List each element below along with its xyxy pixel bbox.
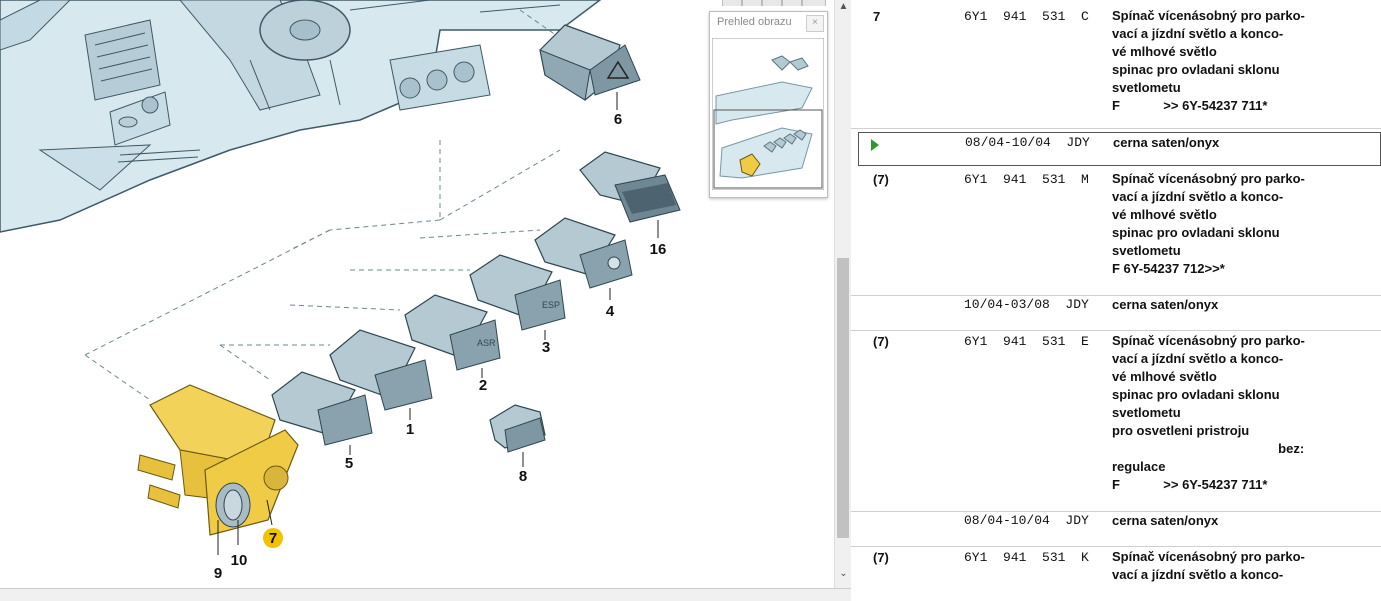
scroll-thumb[interactable] (837, 258, 849, 538)
parts-list: 7 6Y1 941 531 C Spínač vícenásobný pro p… (851, 0, 1381, 600)
part-3-esp-switch[interactable]: ESP (469, 254, 566, 331)
horizontal-scrollbar[interactable] (0, 588, 851, 601)
part-row[interactable]: 7 6Y1 941 531 C Spínač vícenásobný pro p… (851, 0, 1381, 129)
selected-callout-highlight (263, 528, 283, 548)
part-row[interactable]: 10/04-03/08 JDY cerna saten/onyx (851, 296, 1381, 331)
callout-4[interactable]: 4 (606, 303, 615, 320)
date-range: 08/04-10/04 JDY (964, 513, 1089, 528)
part-number: 6Y1 941 531 E (964, 334, 1089, 349)
toolbar-edge (802, 0, 826, 6)
part-6-hazard-switch[interactable] (539, 24, 641, 101)
part-number: 6Y1 941 531 M (964, 172, 1089, 187)
callout-5[interactable]: 5 (345, 455, 353, 472)
color-description: cerna saten/onyx (1112, 297, 1219, 312)
overview-thumbnail[interactable] (712, 38, 824, 190)
part-row-selected[interactable]: 08/04-10/04 JDY cerna saten/onyx (858, 132, 1381, 166)
part-5-switch[interactable] (271, 371, 373, 446)
overview-window[interactable]: Prehled obrazu × (709, 11, 828, 198)
part-row[interactable]: (7) 6Y1 941 531 M Spínač vícenásobný pro… (851, 168, 1381, 296)
callout-1[interactable]: 1 (406, 421, 414, 438)
callout-7[interactable]: 7 (269, 530, 277, 547)
leader-lines (84, 9, 571, 401)
part-row[interactable]: (7) 6Y1 941 531 E Spínač vícenásobný pro… (851, 331, 1381, 512)
date-range: 08/04-10/04 JDY (965, 135, 1090, 150)
position-number: (7) (873, 172, 889, 187)
close-icon[interactable]: × (806, 15, 824, 32)
part-16-switch[interactable] (579, 151, 681, 223)
overview-title: Prehled obrazu (717, 16, 792, 28)
part-number: 6Y1 941 531 K (964, 550, 1089, 565)
callout-10[interactable]: 10 (231, 552, 248, 569)
part-2-asr-switch[interactable]: ASR (404, 294, 501, 371)
toolbar-edge (742, 0, 762, 6)
svg-text:ASR: ASR (477, 338, 496, 348)
vertical-scrollbar[interactable]: ▲ ⌄ (834, 0, 852, 588)
callout-2[interactable]: 2 (479, 377, 487, 394)
position-number: 7 (873, 9, 881, 24)
part-8-blank-cover[interactable] (489, 404, 546, 453)
diagram-panel: ESP ASR (0, 0, 828, 582)
part-description: Spínač vícenásobný pro parko- vací a jíz… (1112, 171, 1305, 276)
callout-labels: 6 16 4 3 2 1 5 8 7 9 10 (214, 111, 667, 582)
callout-8[interactable]: 8 (519, 468, 527, 485)
toolbar-edge (782, 0, 802, 6)
headlight-icon (607, 256, 621, 270)
color-description: cerna saten/onyx (1113, 135, 1220, 150)
part-7-light-switch[interactable] (137, 384, 299, 536)
scroll-down-arrow-icon[interactable]: ⌄ (839, 568, 848, 579)
svg-text:ESP: ESP (542, 300, 560, 310)
scroll-up-arrow-icon[interactable]: ▲ (838, 1, 849, 12)
exploded-parts-diagram: ESP ASR (0, 0, 681, 582)
selected-row-marker (871, 139, 879, 151)
position-number: (7) (873, 334, 889, 349)
color-description: cerna saten/onyx (1112, 513, 1219, 528)
part-1-switch[interactable] (329, 329, 433, 411)
toolbar-edge (722, 0, 742, 6)
callout-16[interactable]: 16 (650, 241, 667, 258)
date-range: 10/04-03/08 JDY (964, 297, 1089, 312)
position-number: (7) (873, 550, 889, 565)
part-description: Spínač vícenásobný pro parko- vací a jíz… (1112, 333, 1305, 492)
part-4-switch[interactable] (534, 217, 633, 289)
part-description: Spínač vícenásobný pro parko- vací a jíz… (1112, 549, 1305, 582)
part-number: 6Y1 941 531 C (964, 9, 1089, 24)
callout-6[interactable]: 6 (614, 111, 622, 128)
callout-9[interactable]: 9 (214, 565, 222, 582)
toolbar-edge (762, 0, 782, 6)
callout-3[interactable]: 3 (542, 339, 550, 356)
hazard-triangle-icon (606, 60, 630, 79)
part-row[interactable]: (7) 6Y1 941 531 K Spínač vícenásobný pro… (851, 547, 1381, 600)
part-description: Spínač vícenásobný pro parko- vací a jíz… (1112, 8, 1305, 113)
dashboard-illustration (0, 0, 602, 233)
part-row[interactable]: 08/04-10/04 JDY cerna saten/onyx (851, 512, 1381, 547)
